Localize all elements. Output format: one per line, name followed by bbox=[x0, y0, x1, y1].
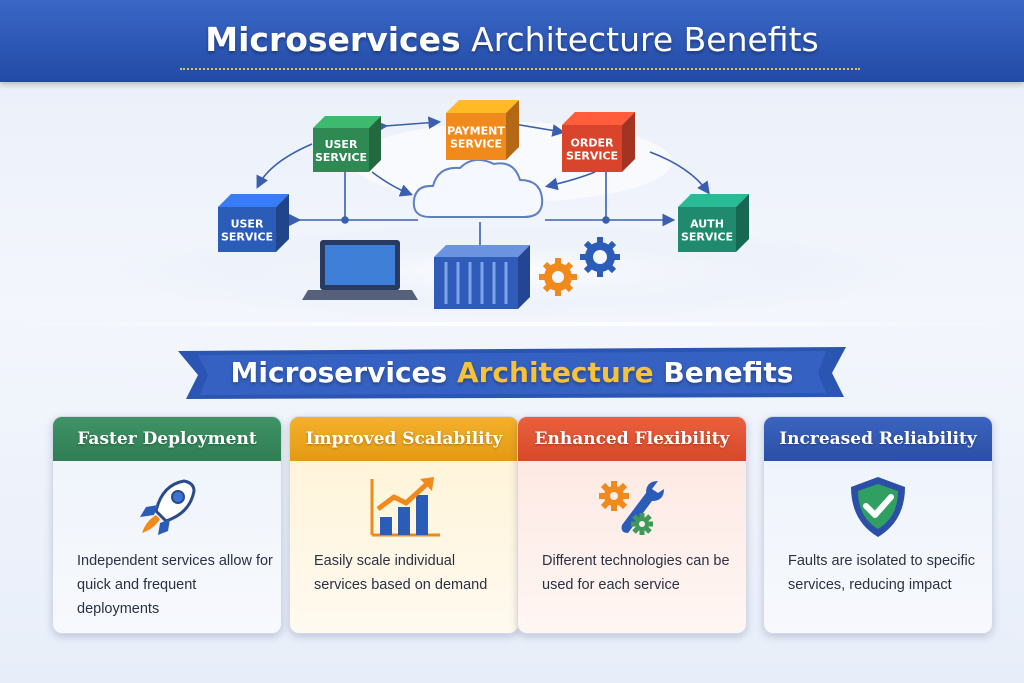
page-title-rest: Architecture Benefits bbox=[471, 20, 819, 59]
laptop-icon bbox=[302, 240, 418, 300]
cube-front bbox=[562, 125, 622, 172]
ribbon-word-3: Benefits bbox=[663, 356, 794, 389]
connection-user-cloud bbox=[371, 171, 413, 197]
hub-dot-right bbox=[602, 216, 610, 224]
cube-side bbox=[369, 116, 381, 172]
connection-order-cloud bbox=[544, 171, 596, 191]
node-label-line2: SERVICE bbox=[221, 231, 273, 244]
card-description: Faults are isolated to specific services… bbox=[788, 553, 975, 593]
ribbon-title: Microservices Architecture Benefits bbox=[178, 353, 846, 393]
connection-user-payment bbox=[374, 116, 442, 134]
card-title: Increased Reliability bbox=[764, 417, 992, 461]
cube-top bbox=[678, 194, 749, 207]
node-label-line2: SERVICE bbox=[450, 138, 502, 151]
cube-top bbox=[218, 194, 289, 207]
server-icon bbox=[434, 245, 530, 309]
cube-top bbox=[313, 116, 381, 128]
bar-chart-icon bbox=[290, 473, 518, 541]
benefit-card-improved-scalability: Improved Scalability Easily scale indivi… bbox=[289, 416, 519, 634]
card-description: Independent services allow for quick and… bbox=[77, 553, 273, 617]
node-label-line1: PAYMENT bbox=[447, 125, 505, 138]
cube-side bbox=[276, 194, 289, 252]
hub-dot-left bbox=[341, 216, 349, 224]
cube-side bbox=[622, 112, 635, 172]
rocket-icon bbox=[53, 473, 281, 541]
connection-order-auth bbox=[649, 151, 710, 195]
node-label-line1: AUTH bbox=[690, 218, 724, 231]
section-divider bbox=[0, 322, 1024, 326]
card-description: Easily scale individual services based o… bbox=[314, 553, 488, 593]
card-title: Faster Deployment bbox=[53, 417, 281, 461]
node-label-line2: SERVICE bbox=[566, 150, 618, 163]
benefits-ribbon: Microservices Architecture Benefits bbox=[178, 347, 846, 399]
node-label-line1: USER bbox=[325, 138, 358, 151]
benefit-card-faster-deployment: Faster Deployment Independent services a… bbox=[52, 416, 282, 634]
cube-front bbox=[218, 207, 276, 252]
page-title-bold: Microservices bbox=[205, 20, 461, 59]
benefit-card-increased-reliability: Increased Reliability Faults are isolate… bbox=[763, 416, 993, 634]
connection-user-user2 bbox=[256, 143, 313, 189]
node-label-line1: USER bbox=[231, 218, 264, 231]
title-divider bbox=[180, 68, 860, 70]
cube-top bbox=[446, 100, 519, 113]
card-title: Improved Scalability bbox=[290, 417, 518, 461]
node-label-line1: ORDER bbox=[571, 137, 614, 150]
card-title: Enhanced Flexibility bbox=[518, 417, 746, 461]
node-label-line2: SERVICE bbox=[681, 231, 733, 244]
cube-front bbox=[446, 113, 506, 160]
cube-front bbox=[678, 207, 736, 252]
top-banner: Microservices Architecture Benefits bbox=[0, 0, 1024, 82]
benefit-card-enhanced-flexibility: Enhanced Flexibility Different technolog… bbox=[517, 416, 747, 634]
page-title: Microservices Architecture Benefits bbox=[0, 20, 1024, 60]
cube-front bbox=[313, 128, 369, 172]
connections bbox=[256, 116, 710, 250]
ribbon-word-1: Microservices bbox=[230, 356, 448, 389]
cube-top bbox=[562, 112, 635, 125]
gear-wrench-icon bbox=[518, 473, 746, 541]
ribbon-shape bbox=[178, 347, 846, 399]
node-label-line2: SERVICE bbox=[315, 151, 367, 164]
cube-side bbox=[736, 194, 749, 252]
connection-payment-order bbox=[503, 116, 566, 137]
shield-check-icon bbox=[764, 473, 992, 541]
gears-icon bbox=[539, 237, 620, 296]
card-description: Different technologies can be used for e… bbox=[542, 553, 730, 593]
ribbon-word-2: Architecture bbox=[456, 356, 654, 389]
cube-side bbox=[506, 100, 519, 160]
